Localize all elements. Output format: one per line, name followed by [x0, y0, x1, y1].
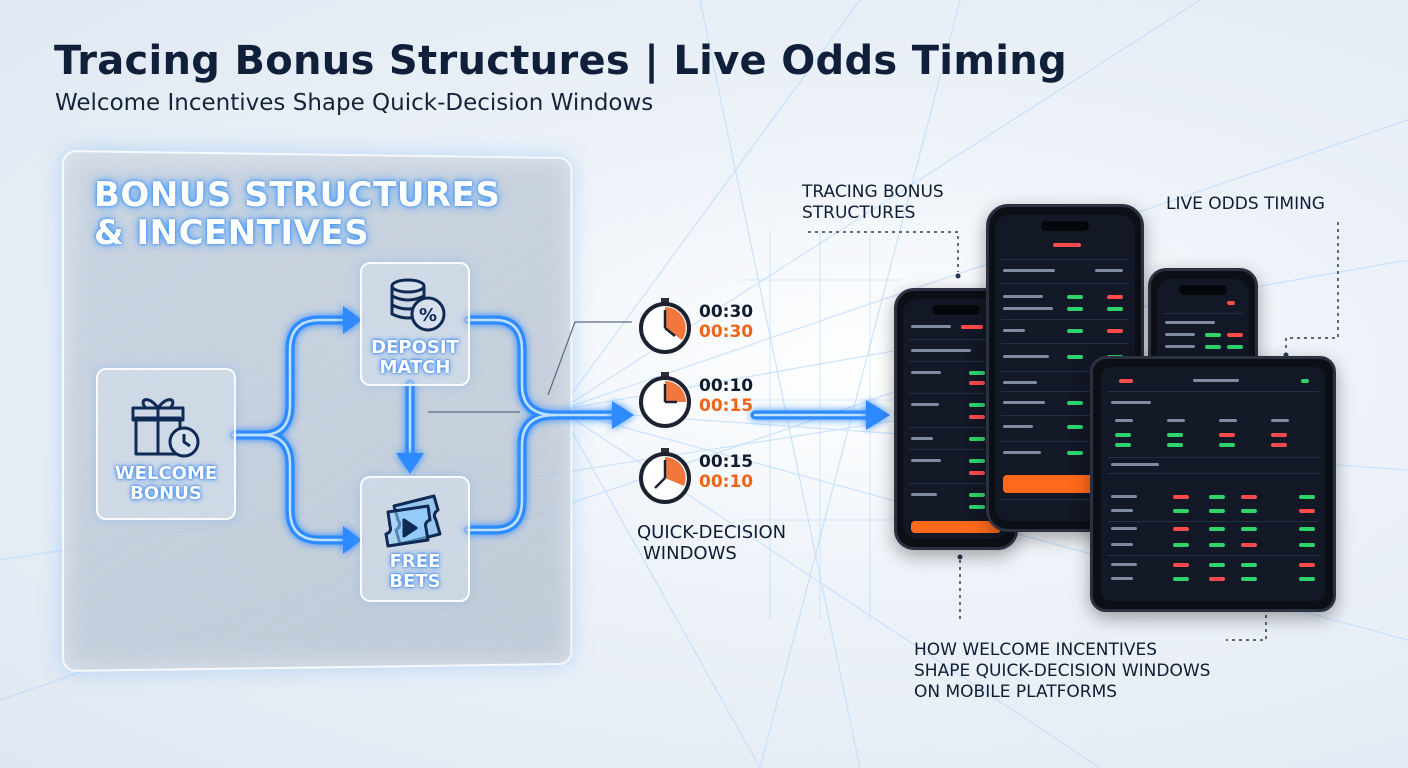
tablet-screen: [1101, 367, 1325, 601]
quick-decision-caption: QUICK-DECISION WINDOWS: [637, 522, 787, 564]
page-subtitle: Welcome Incentives Shape Quick-Decision …: [55, 90, 654, 116]
free-bets-label: FREE BETS: [389, 551, 441, 592]
panel-title-line1: BONUS STRUCTURES: [94, 175, 501, 215]
gift-clock-icon: [131, 398, 200, 458]
callout-how: HOW WELCOME INCENTIVES SHAPE QUICK-DECIS…: [914, 640, 1211, 702]
timer-3: 00:15 00:10: [637, 448, 807, 504]
timer-1-primary: 00:30: [699, 302, 754, 322]
arrowhead-free: [343, 526, 362, 554]
phone-right-screen: [1157, 279, 1249, 367]
panel-title-line2: & INCENTIVES: [94, 213, 370, 253]
arrowhead-deposit: [343, 306, 362, 334]
panel-title: BONUS STRUCTURES & INCENTIVES: [94, 176, 500, 252]
arrowhead-devices: [866, 400, 890, 430]
tablet: [1090, 356, 1336, 612]
arrowhead-free-from-deposit: [396, 453, 424, 474]
timer-2-primary: 00:10: [699, 376, 754, 396]
arrowhead-timers: [612, 401, 634, 429]
coins-percent-icon: %: [390, 278, 446, 332]
stopwatch-icon: [639, 298, 691, 354]
timer-1: 00:30 00:30: [637, 298, 807, 354]
welcome-bonus-label: WELCOME BONUS: [114, 463, 218, 504]
welcome-bonus-node: WELCOME BONUS: [96, 368, 236, 520]
ticket-play-icon: [384, 494, 442, 548]
free-bets-node: FREE BETS: [360, 476, 470, 602]
deposit-match-node: % DEPOSIT MATCH: [360, 262, 470, 386]
page-title: Tracing Bonus Structures | Live Odds Tim…: [54, 38, 1068, 84]
timer-2-secondary: 00:15: [699, 396, 754, 416]
deposit-match-label: DEPOSIT MATCH: [371, 337, 459, 378]
stopwatch-icon: [639, 372, 691, 428]
callout-live-odds: LIVE ODDS TIMING: [1166, 194, 1325, 214]
svg-text:%: %: [419, 305, 437, 326]
stopwatch-icon: [639, 448, 691, 504]
callout-tracing: TRACING BONUS STRUCTURES: [802, 182, 944, 223]
timer-2: 00:10 00:15: [637, 372, 807, 428]
timer-1-secondary: 00:30: [699, 322, 754, 342]
timer-3-secondary: 00:10: [699, 472, 754, 492]
timer-3-primary: 00:15: [699, 452, 754, 472]
